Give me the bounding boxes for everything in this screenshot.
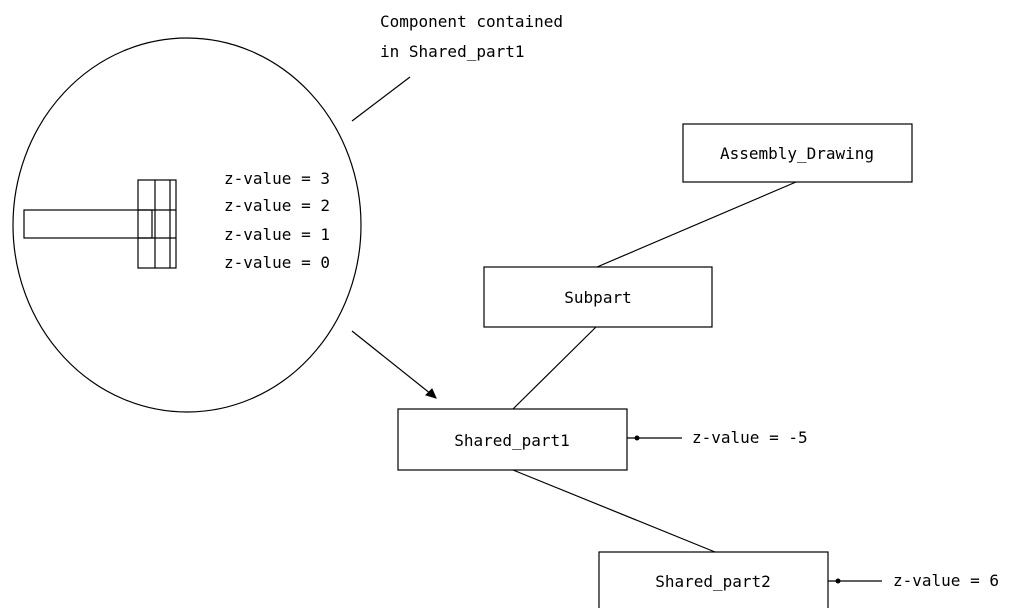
node-shared-part2 bbox=[598, 551, 829, 608]
node-assembly-drawing bbox=[682, 123, 913, 183]
leader-dot-icon bbox=[634, 435, 640, 441]
connector-shared-part1-shared-part2 bbox=[512, 469, 716, 553]
node-subpart-label: Subpart bbox=[564, 288, 631, 307]
callout-leader-line bbox=[351, 76, 411, 122]
callout-title-line2: in Shared_part1 bbox=[380, 42, 525, 61]
component-stack-rect bbox=[137, 179, 177, 269]
component-z-label-3: z-value = 3 bbox=[224, 169, 330, 188]
node-shared-part1 bbox=[397, 408, 628, 471]
shared-part1-z-label: z-value = -5 bbox=[692, 428, 808, 447]
leader-dot-icon bbox=[835, 578, 841, 584]
connector-assembly-subpart bbox=[596, 181, 797, 268]
component-geometry bbox=[23, 179, 177, 269]
connector-subpart-shared-part1 bbox=[512, 326, 597, 410]
component-z-label-0: z-value = 0 bbox=[224, 253, 330, 272]
component-magnifier-circle bbox=[12, 37, 362, 413]
node-shared-part2-label: Shared_part2 bbox=[655, 572, 771, 591]
callout-title-line1: Component contained bbox=[380, 12, 563, 31]
node-assembly-drawing-label: Assembly_Drawing bbox=[720, 144, 874, 163]
shared-part2-z-label: z-value = 6 bbox=[893, 571, 999, 590]
arrowhead-icon bbox=[425, 388, 437, 399]
component-z-label-2: z-value = 2 bbox=[224, 196, 330, 215]
circle-to-shared-part1-arrow bbox=[351, 330, 437, 399]
node-subpart bbox=[483, 266, 713, 328]
node-shared-part1-label: Shared_part1 bbox=[454, 431, 570, 450]
component-arm-rect bbox=[23, 209, 153, 239]
component-z-label-1: z-value = 1 bbox=[224, 225, 330, 244]
